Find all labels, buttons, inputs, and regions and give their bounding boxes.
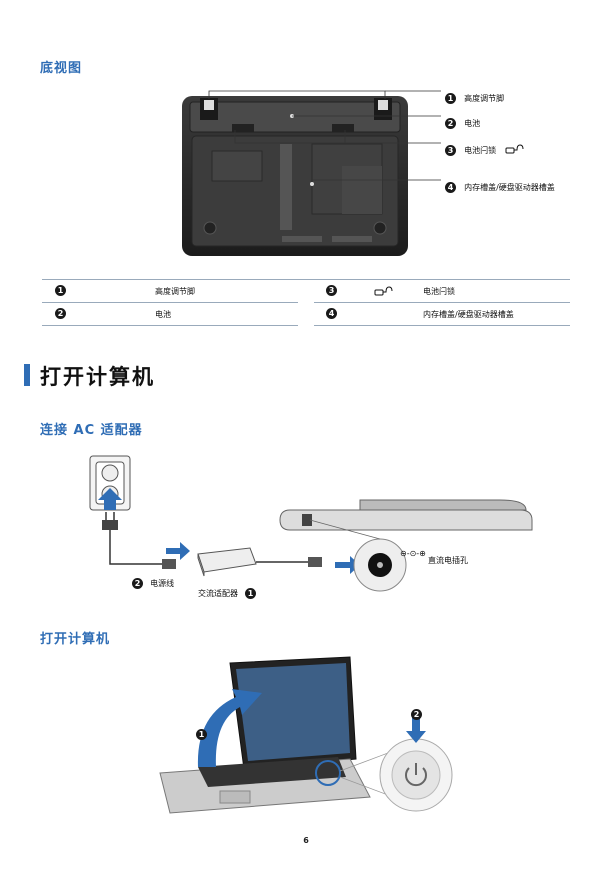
table-row: 1 高度调节脚 bbox=[42, 280, 298, 303]
section-marker bbox=[24, 364, 30, 386]
laptop-bottom-image bbox=[182, 96, 408, 256]
callout-2: 2 电池 bbox=[445, 111, 480, 130]
svg-text:⊖-⊙-⊕: ⊖-⊙-⊕ bbox=[400, 549, 426, 558]
callout-1: 1 高度调节脚 bbox=[445, 86, 504, 105]
unlock-icon bbox=[505, 143, 524, 153]
power-on-title: 打开计算机 bbox=[40, 632, 111, 647]
power-cord-label: 2 电源线 bbox=[132, 571, 174, 590]
bottom-view-title: 底视图 bbox=[40, 61, 83, 76]
ac-adapter-label: 交流适配器 1 bbox=[198, 581, 257, 600]
adapter-title: 连接 AC 适配器 bbox=[40, 423, 143, 438]
adapter-diagram: ⊖-⊙-⊕ bbox=[89, 455, 533, 592]
callout-table bbox=[42, 279, 570, 280]
step-2-marker: 2 bbox=[411, 702, 422, 721]
laptop-power-diagram bbox=[159, 656, 453, 814]
callout-3: 3 电池闩锁 bbox=[445, 138, 525, 157]
unlock-icon bbox=[374, 286, 393, 296]
section-title: 打开计算机 bbox=[40, 365, 155, 389]
table-row: 4 内存槽盖/硬盘驱动器槽盖 bbox=[314, 303, 570, 326]
callout-lines bbox=[208, 90, 441, 181]
table-row: 3 电池闩锁 bbox=[314, 280, 570, 303]
callout-4: 4 内存槽盖/硬盘驱动器槽盖 bbox=[445, 175, 555, 194]
page-number: 6 bbox=[303, 836, 309, 845]
table-row: 2 电池 bbox=[42, 303, 298, 326]
step-1-marker: 1 bbox=[196, 722, 207, 741]
dc-jack-label: 直流电插孔 bbox=[428, 556, 468, 565]
